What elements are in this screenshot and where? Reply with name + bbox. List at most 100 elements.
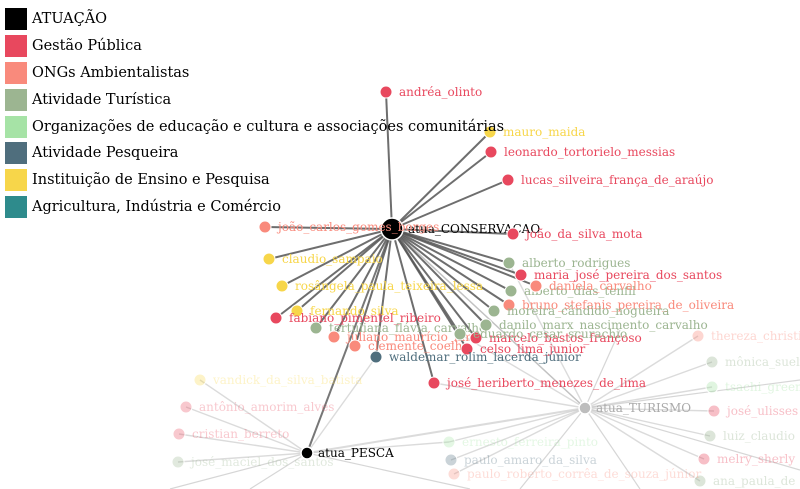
- person-label: tsachi_green: [725, 380, 800, 394]
- legend-swatch: [5, 61, 27, 84]
- node-layer: andréa_olintomauro_maidaleonardo_tortori…: [171, 85, 800, 488]
- person-node[interactable]: [703, 429, 717, 443]
- graph-edge: [584, 379, 800, 409]
- person-label: luiz_claudio: [723, 429, 795, 443]
- person-label: vandick_da_silva_batista: [212, 373, 362, 387]
- hub-node[interactable]: [578, 401, 592, 415]
- graph-edge: [584, 407, 711, 437]
- person-node[interactable]: [691, 329, 705, 343]
- person-label: josé_heriberto_menezes_de_lima: [445, 376, 646, 390]
- person-node[interactable]: [309, 321, 323, 335]
- graph-edge: [199, 379, 308, 454]
- person-node[interactable]: [501, 173, 515, 187]
- person-node[interactable]: [693, 474, 707, 488]
- person-node[interactable]: [262, 252, 276, 266]
- person-node[interactable]: [479, 318, 493, 332]
- graph-edge: [391, 228, 537, 287]
- person-node[interactable]: [483, 125, 497, 139]
- person-label: waldemar_rolim_lacerda_júnior: [389, 350, 581, 364]
- graph-edge: [296, 228, 393, 312]
- person-node[interactable]: [179, 400, 193, 414]
- graph-edge: [185, 406, 308, 454]
- person-node[interactable]: [460, 342, 474, 356]
- person-node[interactable]: [504, 284, 518, 298]
- person-node[interactable]: [514, 268, 528, 282]
- graph-edge: [264, 226, 393, 230]
- legend-item: Atividade Pesqueira: [5, 140, 504, 167]
- person-label: josé_ulisses: [725, 404, 798, 418]
- person-node[interactable]: [453, 327, 467, 341]
- graph-edge: [448, 407, 586, 443]
- person-label: tertuliana_flávia_carvalho: [329, 321, 486, 335]
- person-label: claudio_sampaio: [282, 252, 383, 266]
- graph-edge: [584, 407, 800, 471]
- person-label: joão_carlos_gomes_borges: [276, 220, 439, 234]
- person-node[interactable]: [444, 453, 458, 467]
- person-node[interactable]: [447, 467, 461, 481]
- legend-label: Agricultura, Indústria e Comércio: [32, 198, 281, 215]
- person-node[interactable]: [442, 435, 456, 449]
- person-node[interactable]: [258, 220, 272, 234]
- person-label: mauro_maida: [503, 125, 585, 139]
- graph-edge: [385, 91, 393, 230]
- person-node[interactable]: [502, 256, 516, 270]
- legend-item: Instituição de Ensino e Pesquisa: [5, 167, 504, 194]
- person-node[interactable]: [172, 427, 186, 441]
- person-label: leonardo_tortorielo_messias: [504, 145, 675, 159]
- person-label: clemente_coelho: [368, 339, 470, 353]
- person-label: juliano_maurício_lima: [345, 330, 480, 344]
- graph-edge: [333, 228, 393, 338]
- person-node[interactable]: [369, 350, 383, 364]
- legend-label: Atividade Pesqueira: [32, 145, 179, 162]
- person-node[interactable]: [290, 304, 304, 318]
- graph-edge: [391, 179, 509, 230]
- person-node[interactable]: [705, 380, 719, 394]
- legend-item: Agricultura, Indústria e Comércio: [5, 194, 504, 221]
- person-node[interactable]: [275, 279, 289, 293]
- legend-label: Atividade Turística: [32, 91, 172, 108]
- graph-edge: [584, 361, 713, 409]
- person-node[interactable]: [529, 279, 543, 293]
- person-node[interactable]: [327, 330, 341, 344]
- graph-edge: [306, 452, 471, 489]
- legend-item: Atividade Turística: [5, 86, 504, 113]
- person-node[interactable]: [487, 304, 501, 318]
- graph-edge: [391, 151, 492, 230]
- hub-node[interactable]: [380, 217, 404, 241]
- person-node[interactable]: [502, 298, 516, 312]
- hub-node[interactable]: [300, 446, 314, 460]
- person-label: ana_paula_de: [713, 474, 795, 488]
- person-node[interactable]: [697, 452, 711, 466]
- graph-edge: [178, 433, 308, 454]
- person-node[interactable]: [427, 376, 441, 390]
- person-node[interactable]: [705, 355, 719, 369]
- person-label: alberto_dias_tenfil: [524, 284, 636, 298]
- graph-edge: [584, 407, 705, 460]
- person-node[interactable]: [269, 311, 283, 325]
- graph-edge: [375, 228, 393, 358]
- person-node[interactable]: [506, 227, 520, 241]
- person-node[interactable]: [379, 85, 393, 99]
- graph-edge: [315, 228, 393, 329]
- person-label: bruno_stefanis_pereira_de_oliveira: [522, 298, 734, 312]
- graph-edge: [584, 329, 621, 409]
- graph-edge: [453, 407, 586, 475]
- person-node[interactable]: [707, 404, 721, 418]
- edge-layer: [169, 91, 800, 489]
- person-label: antônio_amorim_alves: [199, 400, 334, 414]
- graph-edge: [391, 228, 510, 264]
- graph-edge: [169, 452, 308, 489]
- person-node[interactable]: [469, 331, 483, 345]
- person-node[interactable]: [171, 455, 185, 469]
- person-node[interactable]: [193, 373, 207, 387]
- person-label: celso_lima_junior: [480, 342, 585, 356]
- legend-label: ATUAÇÃO: [32, 11, 108, 28]
- graph-edge: [508, 262, 586, 409]
- person-node[interactable]: [348, 339, 362, 353]
- graph-edge: [433, 382, 586, 409]
- person-node[interactable]: [484, 145, 498, 159]
- person-label: daniela_carvalho: [549, 279, 652, 293]
- graph-edge: [450, 407, 586, 461]
